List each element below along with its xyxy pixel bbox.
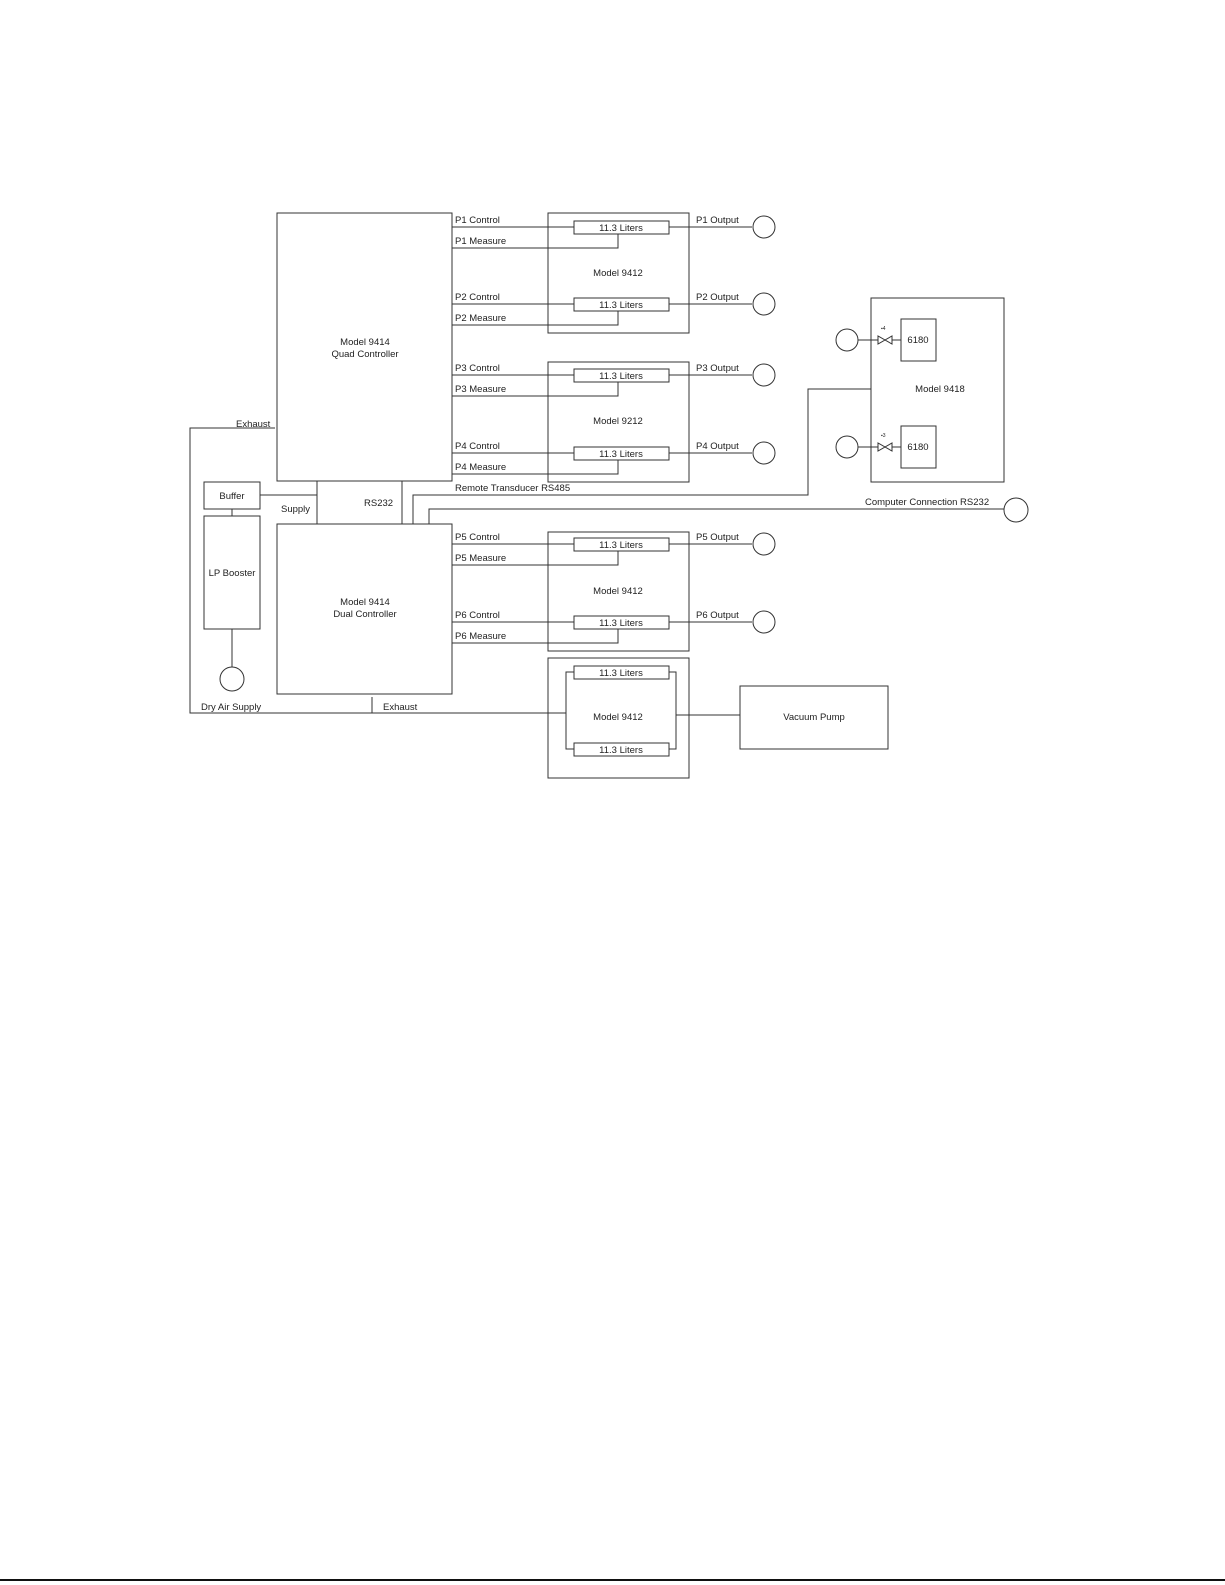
p2-volume-label: 11.3 Liters (599, 300, 643, 311)
transducer-6180-a-label: 6180 (907, 335, 928, 346)
p3-measure-line (452, 382, 619, 397)
p5-output-port (752, 532, 776, 556)
model-9412-vacuum-label: Model 9412 (593, 712, 643, 723)
computer-connection-port (1003, 497, 1029, 523)
p3-volume-label: 11.3 Liters (599, 371, 643, 382)
p2-measure-label: P2 Measure (455, 313, 506, 324)
air-supply-group: Buffer LP Booster Dry Air Supply Exhaust… (189, 419, 548, 714)
valve-b-icon (877, 442, 887, 452)
p6-measure-line (452, 629, 619, 644)
vacuum-group: 11.3 Liters 11.3 Liters Vacuum Pump (548, 665, 889, 757)
p4-volume-label: 11.3 Liters (599, 449, 643, 460)
p1-output-port (752, 215, 776, 239)
computer-connection-label: Computer Connection RS232 (865, 497, 989, 508)
p1-control-label: P1 Control (455, 215, 500, 226)
supply-label: Supply (281, 504, 310, 515)
p3-output-label: P3 Output (696, 363, 739, 374)
p4-output-label: P4 Output (696, 441, 739, 452)
buffer-label: Buffer (219, 491, 244, 502)
model-9412-top-label: Model 9412 (593, 268, 643, 279)
page-bottom-rule (0, 1579, 1225, 1581)
transducer-port-b (835, 435, 859, 459)
p4-measure-line (452, 460, 619, 475)
pressure-channels: P1 Control P1 Measure 11.3 Liters P1 Output… (452, 215, 776, 644)
p5-control-label: P5 Control (455, 532, 500, 543)
computer-connection-line (428, 508, 1004, 524)
p3-control-label: P3 Control (455, 363, 500, 374)
dry-air-supply-port (219, 666, 245, 692)
p1-measure-line (452, 234, 619, 249)
p2-output-port (752, 292, 776, 316)
model-9412-mid-label: Model 9412 (593, 586, 643, 597)
valve-b-tag: ▪3 (881, 433, 886, 439)
rs232-label: RS232 (364, 498, 393, 509)
valve-a-tag: ▪4 (881, 326, 886, 332)
p1-measure-label: P1 Measure (455, 236, 506, 247)
p4-control-label: P4 Control (455, 441, 500, 452)
model-9418-group: Model 9418 ▪4 6180 ▪3 6180 (835, 297, 1005, 483)
exhaust-bottom-label: Exhaust (383, 702, 418, 713)
p5-measure-line (452, 551, 619, 566)
quad-controller-box (276, 212, 453, 482)
p2-measure-line (452, 311, 619, 326)
vacuum-volume-bottom-label: 11.3 Liters (599, 745, 643, 756)
valve-a-icon (877, 335, 887, 345)
p1-output-label: P1 Output (696, 215, 739, 226)
exhaust-supply-line (189, 427, 373, 714)
vacuum-manifold-right (669, 671, 677, 750)
transducer-6180-b-label: 6180 (907, 442, 928, 453)
p2-control-label: P2 Control (455, 292, 500, 303)
vacuum-pump-box (739, 685, 889, 750)
p6-measure-label: P6 Measure (455, 631, 506, 642)
remote-transducer-line (412, 388, 871, 524)
quad-controller-type: Quad Controller (331, 349, 398, 360)
transducer-port-a (835, 328, 859, 352)
p4-measure-label: P4 Measure (455, 462, 506, 473)
transducer-6180-a-box (900, 318, 937, 362)
p5-output-label: P5 Output (696, 532, 739, 543)
dual-controller-type: Dual Controller (333, 609, 396, 620)
p5-measure-label: P5 Measure (455, 553, 506, 564)
exhaust-top-label: Exhaust (236, 419, 271, 430)
p2-output-label: P2 Output (696, 292, 739, 303)
p6-volume-label: 11.3 Liters (599, 618, 643, 629)
p6-control-label: P6 Control (455, 610, 500, 621)
vacuum-manifold-left (565, 671, 574, 750)
dry-air-supply-label: Dry Air Supply (201, 702, 261, 713)
p3-measure-label: P3 Measure (455, 384, 506, 395)
lp-booster-box (203, 515, 261, 630)
vacuum-pump-label: Vacuum Pump (783, 712, 845, 723)
remote-transducer-label: Remote Transducer RS485 (455, 483, 570, 494)
p5-volume-label: 11.3 Liters (599, 540, 643, 551)
quad-controller-model: Model 9414 (340, 337, 390, 348)
dual-controller-box (276, 523, 453, 695)
lp-booster-label: LP Booster (209, 568, 256, 579)
controllers-group: Model 9414 Quad Controller Model 9414 Du… (276, 212, 1029, 695)
p3-output-port (752, 363, 776, 387)
model-9418-label: Model 9418 (915, 384, 965, 395)
model-9212-label: Model 9212 (593, 416, 643, 427)
vacuum-volume-top-label: 11.3 Liters (599, 668, 643, 679)
dual-controller-model: Model 9414 (340, 597, 390, 608)
model-9418-box (870, 297, 1005, 483)
p6-output-port (752, 610, 776, 634)
p4-output-port (752, 441, 776, 465)
p1-volume-label: 11.3 Liters (599, 223, 643, 234)
p6-output-label: P6 Output (696, 610, 739, 621)
transducer-6180-b-box (900, 425, 937, 469)
